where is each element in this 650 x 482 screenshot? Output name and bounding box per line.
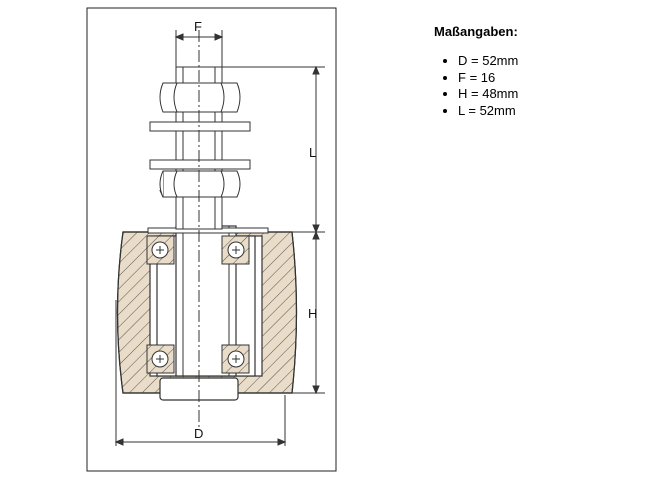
spec-item-h: H = 48mm — [458, 86, 518, 103]
drawing-border — [86, 7, 337, 472]
spec-item-d: D = 52mm — [458, 53, 518, 70]
bearing-top-left — [146, 235, 175, 265]
dimension-f — [174, 30, 224, 67]
dimension-l — [222, 65, 325, 234]
bearing-bottom-left — [146, 344, 175, 374]
dimension-d-label: D — [194, 426, 203, 441]
dimension-h-label: H — [308, 306, 317, 321]
specifications-panel: Maßangaben: D = 52mm F = 16 H = 48mm L =… — [434, 24, 518, 119]
dimension-l-label: L — [309, 145, 316, 160]
hex-nut-lower — [159, 170, 241, 198]
washer-lower — [149, 159, 251, 170]
bearing-bottom-right — [221, 344, 250, 374]
dimension-h — [292, 230, 325, 395]
specifications-list: D = 52mm F = 16 H = 48mm L = 52mm — [434, 53, 518, 119]
dimension-f-label: F — [194, 19, 202, 34]
hex-nut-upper — [159, 82, 241, 113]
spec-item-l: L = 52mm — [458, 103, 518, 120]
washer-upper — [149, 121, 251, 132]
bearing-top-right — [221, 235, 250, 265]
specifications-title: Maßangaben: — [434, 24, 518, 39]
spec-item-f: F = 16 — [458, 70, 518, 87]
dimension-d — [114, 300, 287, 446]
